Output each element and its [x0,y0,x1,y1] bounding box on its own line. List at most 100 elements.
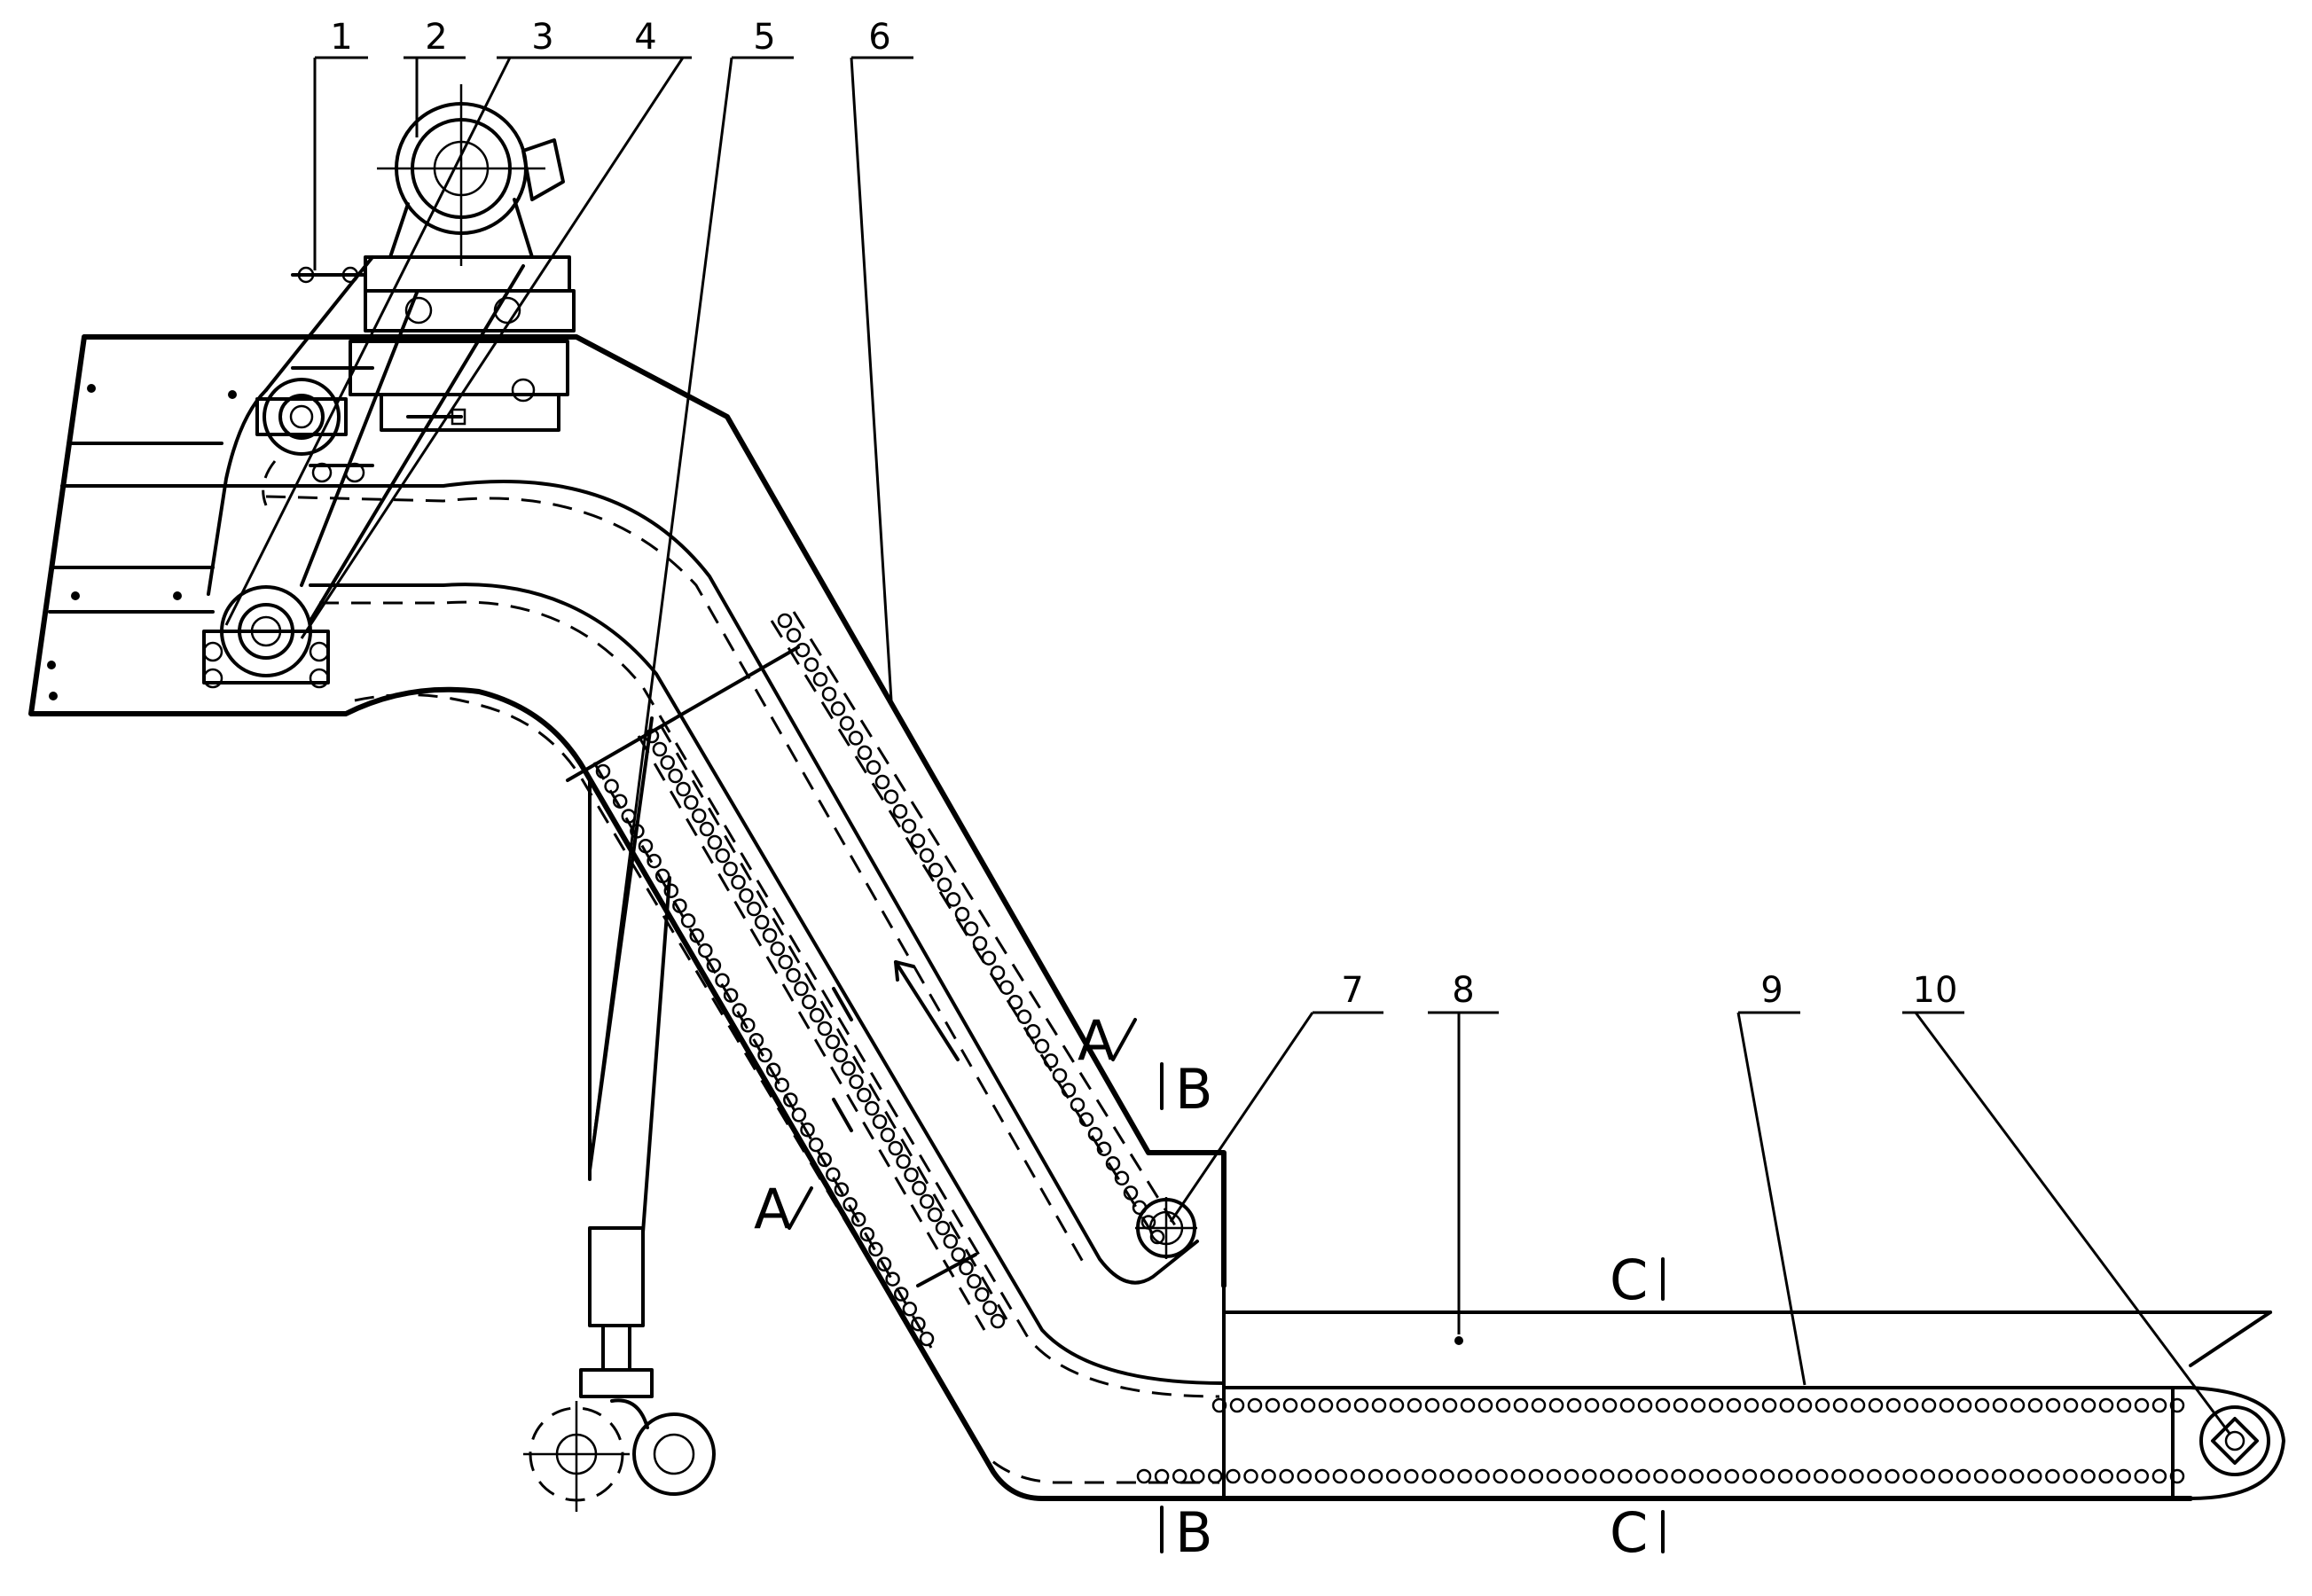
chain-link [1512,1470,1524,1483]
chain-link [1231,1399,1243,1412]
chain-link [725,863,737,875]
chain-link [874,1115,886,1128]
chain-link [968,1275,980,1287]
chain-link [2011,1399,2024,1412]
chain-link [772,943,784,955]
chain-link [1565,1470,1578,1483]
chain-link [1710,1399,1722,1412]
chain-link [2136,1470,2148,1483]
chain-link [2153,1470,2166,1483]
chain-link [1869,1470,1881,1483]
chain-link [890,1142,902,1154]
chain-link [1618,1470,1631,1483]
direction-arrow-icon [896,962,958,1060]
chain-top-links [1213,1399,2183,1412]
chain-link [991,966,1004,979]
chain-link [1191,1470,1203,1483]
chain-outer-links [779,614,1164,1243]
chain-link [2118,1470,2130,1483]
chain-link [2153,1399,2166,1412]
chain-link [1316,1470,1328,1483]
chain-link [1657,1399,1669,1412]
chain-link [2028,1470,2041,1483]
chain-link [944,1235,957,1248]
chain-link [2082,1470,2095,1483]
chain-link [1816,1399,1829,1412]
chain-link [654,743,666,755]
chain-link [670,770,682,782]
chain-link [1761,1470,1774,1483]
callout-labels: 1 2 3 4 5 6 7 8 9 10 [330,17,1957,1011]
horizontal-trough [1138,1286,2284,1498]
chain-link [905,1169,918,1181]
chain-link [937,1222,949,1234]
chain-link [835,1049,847,1061]
chain-link [938,879,951,891]
chain-link [759,1049,772,1061]
chain-link [819,1022,831,1035]
chain-link [1408,1399,1421,1412]
chain-link [709,836,721,849]
chain-link [832,702,844,715]
chain-link [1138,1470,1150,1483]
chain-link [1281,1470,1293,1483]
chain-link [678,783,690,795]
chain-link [1887,1399,1900,1412]
chain-link [1958,1399,1971,1412]
chain-link [1940,1399,1953,1412]
chain-link [1352,1470,1364,1483]
chain-link [1814,1470,1827,1483]
chain-bottom-links [1138,1470,2183,1483]
chain-link [1459,1470,1471,1483]
chain-link [811,1009,823,1021]
chain-link [1797,1470,1809,1483]
section-mark-c-lower: C [1610,1500,1648,1565]
chain-link [904,1303,916,1315]
chain-link [2082,1399,2095,1412]
chain-link [867,762,880,774]
chain-link [1886,1470,1899,1483]
chain-link [947,893,960,905]
chain-link [1655,1470,1667,1483]
chain-link [1922,1470,1934,1483]
chain-link [2010,1470,2023,1483]
chain-link [1284,1399,1297,1412]
chain-link [1444,1399,1456,1412]
chain-link [1975,1470,1987,1483]
chain-link [913,1182,925,1194]
chain-link [1690,1470,1703,1483]
chain-link [1568,1399,1580,1412]
chain-link [1027,1025,1039,1037]
chain-link [2100,1470,2112,1483]
chain-link [1583,1470,1595,1483]
chain-link [2136,1399,2148,1412]
chain-link [984,1302,996,1314]
chain-link [1745,1399,1758,1412]
chain-link [1373,1399,1385,1412]
chain-link [1603,1399,1616,1412]
chain-link [793,1108,805,1121]
callout-9: 9 [1760,970,1783,1011]
chain-link [2046,1470,2058,1483]
chain-link [1869,1399,1882,1412]
chain-link [885,791,897,803]
chain-link [1426,1399,1438,1412]
chain-link [1621,1399,1634,1412]
chain-link [921,1195,933,1208]
chain-link [1477,1470,1489,1483]
chain-link [1940,1470,1952,1483]
chain-link [1497,1399,1509,1412]
chain-link [693,810,705,822]
chain-link [814,673,827,685]
chain-link [921,849,933,862]
chain-link [1532,1399,1545,1412]
chain-link [858,1089,870,1101]
chain-link [1548,1470,1560,1483]
chain-link [991,1315,1004,1327]
chain-link [701,823,713,835]
chain-link [740,889,752,902]
chain-link [1266,1399,1279,1412]
chain-link [805,659,818,671]
callout-1: 1 [330,17,352,58]
